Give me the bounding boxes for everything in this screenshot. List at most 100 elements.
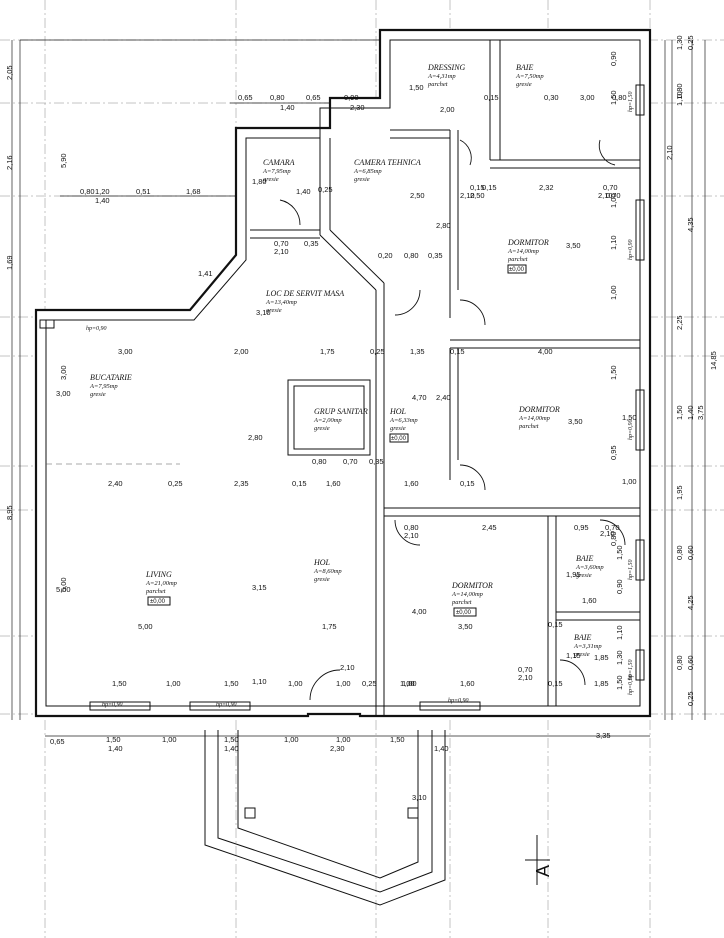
- room-camera-tehnica: CAMERA TEHNICA A=6,85mp gresie: [353, 158, 421, 183]
- svg-text:A=13,40mp: A=13,40mp: [265, 299, 298, 306]
- dimension-label: 1,40: [296, 187, 311, 196]
- dimension-label: 1,00: [609, 193, 618, 208]
- dimension-label: 2,30: [330, 744, 345, 753]
- dimension-label: 0,25: [168, 479, 183, 488]
- room-loc-servit: LOC DE SERVIT MASA A=13,40mp gresie: [265, 289, 344, 314]
- dimension-label: 8,95: [5, 505, 14, 520]
- room-bucatarie: BUCATARIE A=7,95mp gresie: [89, 373, 132, 398]
- dimension-label: 0,25: [686, 35, 695, 50]
- svg-text:A=6,33mp: A=6,33mp: [389, 417, 418, 424]
- svg-text:gresie: gresie: [390, 425, 406, 432]
- dimension-label: 3,50: [566, 241, 581, 250]
- dimension-label: 0,35: [369, 457, 384, 466]
- dimension-label: 2,00: [440, 105, 455, 114]
- walls: [34, 28, 652, 718]
- svg-text:A=8,60mp: A=8,60mp: [313, 568, 342, 575]
- svg-text:BAIE: BAIE: [516, 63, 533, 72]
- dimension-label: 2,35: [234, 479, 249, 488]
- svg-text:gresie: gresie: [516, 81, 532, 88]
- dimension-label: 0,25: [686, 691, 695, 706]
- dimension-label: 0,80: [675, 83, 684, 98]
- dimension-label: 1,40: [686, 405, 695, 420]
- svg-text:A=14,00mp: A=14,00mp: [451, 591, 484, 598]
- dimension-label: 2,25: [675, 315, 684, 330]
- dimension-label: 1,40: [224, 744, 239, 753]
- dimension-label: 1,85: [594, 653, 609, 662]
- dimension-label: 2,10: [665, 145, 674, 160]
- room-name: DRESSING: [427, 63, 466, 72]
- room-area: A=4,31mp: [427, 73, 456, 80]
- dimension-label: 2,50: [470, 191, 485, 200]
- dimension-label: 0,80: [675, 545, 684, 560]
- dimension-label: 1,80: [252, 177, 267, 186]
- dimension-label: 1,00: [336, 679, 351, 688]
- svg-text:A=2,00mp: A=2,00mp: [313, 417, 342, 424]
- dimension-label: 2,05: [5, 65, 14, 80]
- dimension-label: 2,45: [482, 523, 497, 532]
- svg-text:parchet: parchet: [451, 599, 472, 606]
- dimension-label: 1,15: [566, 651, 581, 660]
- dimension-label: 1,41: [198, 269, 213, 278]
- dimension-label: 1,68: [186, 187, 201, 196]
- dimension-label: 0,80: [404, 251, 419, 260]
- dimension-label: 1,00: [284, 735, 299, 744]
- dimension-label: 0,70: [605, 523, 620, 532]
- dimension-label: 2,10: [404, 531, 419, 540]
- dimension-label: 1,60: [404, 479, 419, 488]
- dimension-label: 1,50: [106, 735, 121, 744]
- dimension-label: 3,50: [458, 622, 473, 631]
- room-baie-2: BAIE A=3,60mp gresie: [575, 554, 604, 579]
- dimension-label: 1,50: [615, 545, 624, 560]
- svg-text:LIVING: LIVING: [145, 570, 172, 579]
- dimension-label: 1,00: [622, 477, 637, 486]
- svg-text:gresie: gresie: [90, 391, 106, 398]
- dimension-label: 1,00: [402, 679, 417, 688]
- dimensions-left: 2,052,161,695,903,008,955,00: [5, 65, 68, 592]
- dimension-label: 1,40: [434, 744, 449, 753]
- room-hol-2: HOL A=8,60mp gresie: [313, 558, 342, 583]
- svg-text:DORMITOR: DORMITOR: [518, 405, 560, 414]
- room-dormitor-1: DORMITOR A=14,00mp parchet ±0,00: [507, 238, 549, 274]
- room-grup-sanitar: GRUP SANITAR A=2,00mp gresie: [313, 407, 368, 432]
- dimension-label: 1,35: [410, 347, 425, 356]
- dimension-label: 0,70: [518, 665, 533, 674]
- dimension-label: 0,80: [404, 523, 419, 532]
- svg-text:gresie: gresie: [576, 572, 592, 579]
- dimension-label: 0,70: [603, 183, 618, 192]
- dimension-label: 1,00: [166, 679, 181, 688]
- svg-text:gresie: gresie: [266, 307, 282, 314]
- window-label: hp=0,90: [628, 674, 634, 695]
- dimension-label: 1,00: [609, 285, 618, 300]
- dimension-label: 0,15: [470, 183, 485, 192]
- dimension-label: 0,65: [306, 93, 321, 102]
- dimension-label: 2,10: [600, 529, 615, 538]
- dimension-label: 1,50: [390, 735, 405, 744]
- dimension-label: 2,40: [108, 479, 123, 488]
- dimension-label: 0,60: [686, 655, 695, 670]
- svg-text:gresie: gresie: [354, 176, 370, 183]
- section-label: A: [533, 865, 553, 877]
- dimension-label: 2,10: [340, 663, 355, 672]
- svg-text:A=14,00mp: A=14,00mp: [518, 415, 551, 422]
- dimension-label: 1,20: [95, 187, 110, 196]
- dimension-label: 5,00: [56, 585, 71, 594]
- svg-text:A=6,85mp: A=6,85mp: [353, 168, 382, 175]
- svg-text:DORMITOR: DORMITOR: [507, 238, 549, 247]
- dimension-label: 5,00: [138, 622, 153, 631]
- dimension-label: 1,40: [95, 196, 110, 205]
- dimension-label: 4,00: [412, 607, 427, 616]
- dimension-label: 1,30: [675, 35, 684, 50]
- svg-text:±0,00: ±0,00: [509, 267, 525, 273]
- dimension-label: 1,50: [615, 675, 624, 690]
- doors: [279, 139, 626, 701]
- dimension-label: 4,70: [412, 393, 427, 402]
- dimension-label: 0,80: [612, 93, 627, 102]
- dimension-label: 0,25: [318, 185, 333, 194]
- dimension-label: 0,15: [460, 479, 475, 488]
- dimension-label: 1,00: [336, 735, 351, 744]
- dimension-label: 1,00: [162, 735, 177, 744]
- dimension-label: 4,00: [538, 347, 553, 356]
